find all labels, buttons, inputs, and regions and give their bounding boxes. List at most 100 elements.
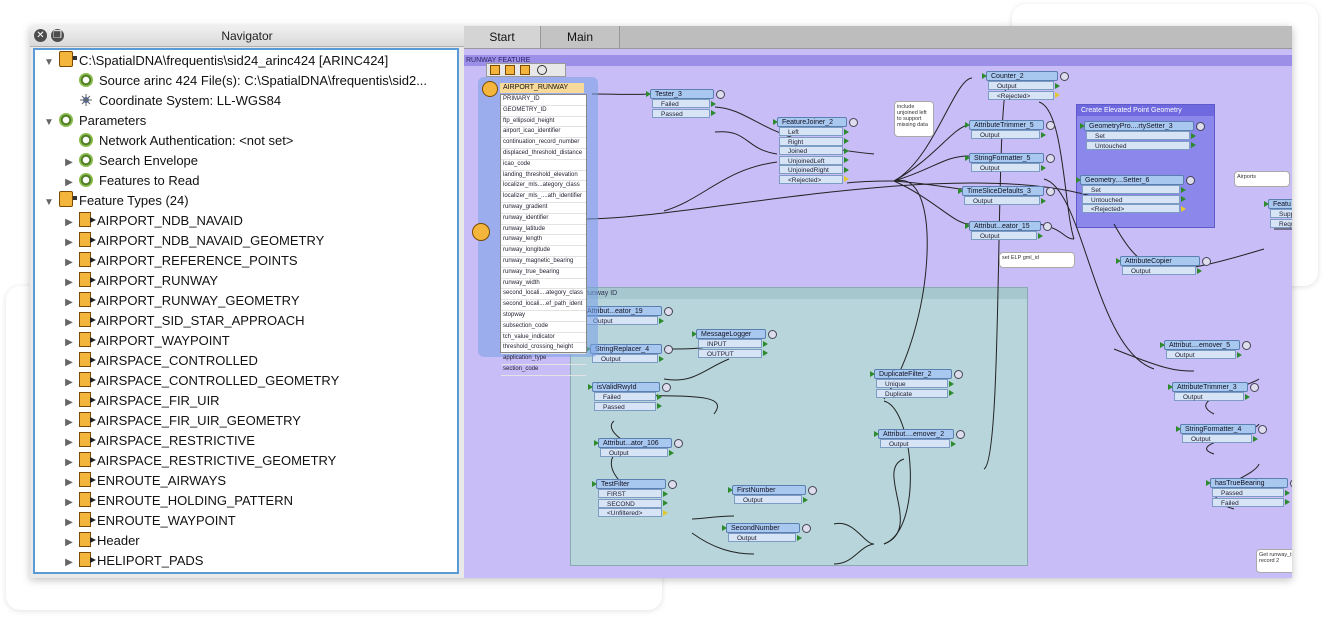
- input-port-pin[interactable]: [965, 122, 970, 128]
- transformer-gear-icon[interactable]: [1043, 222, 1052, 231]
- output-port-pin[interactable]: [711, 100, 716, 107]
- output-port[interactable]: Passed: [652, 108, 710, 118]
- output-port[interactable]: Untouched: [1086, 140, 1190, 150]
- transformer-gear-icon[interactable]: [954, 370, 963, 379]
- expand-triangle-icon[interactable]: ▶: [65, 397, 73, 408]
- collapse-triangle-icon[interactable]: ▼: [44, 57, 54, 68]
- tree-item[interactable]: ▶AIRPORT_NDB_NAVAID: [63, 211, 243, 231]
- expand-triangle-icon[interactable]: ▶: [65, 237, 73, 248]
- attribute-item[interactable]: runway_identifier: [501, 214, 586, 225]
- tree-item[interactable]: ▶Header: [63, 531, 140, 551]
- output-port[interactable]: Output: [1174, 392, 1244, 401]
- tree-item[interactable]: ▼Parameters: [43, 111, 146, 131]
- transformer-tester3[interactable]: Tester_3: [650, 89, 714, 99]
- output-port[interactable]: <Rejected>: [988, 90, 1054, 100]
- transformer-gear-icon[interactable]: [849, 118, 858, 127]
- transformer-gear-icon[interactable]: [664, 307, 673, 316]
- expand-triangle-icon[interactable]: ▶: [65, 437, 73, 448]
- transformer-counter2[interactable]: Counter_2: [986, 71, 1058, 81]
- tree-item[interactable]: ▶ENROUTE_WAYPOINT: [63, 511, 236, 531]
- output-port-pin[interactable]: [669, 449, 674, 456]
- output-port[interactable]: Output: [880, 439, 950, 448]
- attribute-item[interactable]: second_locali....ategory_class: [501, 289, 586, 301]
- attribute-item[interactable]: runway_magnetic_bearing: [501, 257, 586, 268]
- transformer-msglogger[interactable]: MessageLogger: [696, 329, 766, 339]
- transformer-attrtrim3[interactable]: AttributeTrimmer_3: [1172, 382, 1248, 392]
- output-port[interactable]: Right: [779, 136, 843, 146]
- tab-main[interactable]: Main: [541, 26, 620, 48]
- attribute-item[interactable]: subsection_code: [501, 322, 586, 333]
- output-port[interactable]: Output: [1122, 266, 1196, 275]
- output-port[interactable]: Failed: [594, 392, 656, 401]
- output-port-pin[interactable]: [844, 157, 849, 163]
- attribute-item[interactable]: icao_code: [501, 160, 586, 171]
- output-port[interactable]: UnjoinedRight: [779, 165, 843, 174]
- output-port-pin[interactable]: [949, 380, 954, 387]
- attribute-item[interactable]: continuation_record_number: [501, 138, 586, 149]
- expand-triangle-icon[interactable]: ▶: [65, 157, 73, 168]
- output-port-pin[interactable]: [663, 500, 668, 506]
- output-port-pin[interactable]: [1181, 196, 1186, 202]
- input-port-pin[interactable]: [1168, 384, 1173, 390]
- output-port-pin[interactable]: [844, 128, 849, 135]
- output-port[interactable]: Set: [1086, 131, 1190, 140]
- expand-triangle-icon[interactable]: ▶: [65, 337, 73, 348]
- output-port-pin[interactable]: [1191, 142, 1196, 148]
- attribute-item[interactable]: ftp_ellipsoid_height: [501, 117, 586, 128]
- attribute-item[interactable]: runway_latitude: [501, 225, 586, 236]
- input-port-pin[interactable]: [982, 73, 987, 79]
- collapse-triangle-icon[interactable]: ▼: [44, 197, 54, 208]
- output-port[interactable]: Output: [988, 81, 1054, 90]
- transformer-joiner2[interactable]: FeatureJoiner_2: [777, 117, 847, 127]
- attribute-item[interactable]: GEOMETRY_ID: [501, 106, 586, 117]
- transformer-strfmt5[interactable]: StringFormatter_5: [969, 153, 1044, 163]
- output-port-pin[interactable]: [1038, 232, 1043, 239]
- input-port-pin[interactable]: [1080, 123, 1085, 129]
- expand-triangle-icon[interactable]: ▶: [65, 297, 73, 308]
- input-port-pin[interactable]: [870, 371, 875, 377]
- output-port-pin[interactable]: [711, 110, 716, 116]
- input-port-pin[interactable]: [592, 481, 597, 487]
- attribute-item[interactable]: airport_icao_identifier: [501, 127, 586, 139]
- attribute-item[interactable]: stopway: [501, 311, 586, 322]
- output-port[interactable]: Output: [734, 495, 802, 504]
- tree-item[interactable]: ▶ENROUTE_HOLDING_PATTERN: [63, 491, 293, 511]
- tree-item[interactable]: ▶AIRPORT_SID_STAR_APPROACH: [63, 311, 305, 331]
- expand-triangle-icon[interactable]: ▶: [65, 537, 73, 548]
- input-port-pin[interactable]: [692, 331, 697, 337]
- transformer-gear-icon[interactable]: [1060, 72, 1069, 81]
- tree-item[interactable]: Network Authentication: <not set>: [63, 131, 293, 151]
- output-port-pin[interactable]: [844, 138, 849, 144]
- transformer-attrtrim5[interactable]: AttributeTrimmer_5: [969, 120, 1044, 130]
- attribute-item[interactable]: displaced_threshold_distance: [501, 149, 586, 160]
- output-port-pin[interactable]: [1285, 489, 1290, 496]
- transformer-dupfilter2[interactable]: DuplicateFilter_2: [874, 369, 952, 379]
- run-icon[interactable]: [520, 65, 530, 75]
- transformer-gear-icon[interactable]: [808, 486, 817, 495]
- expand-triangle-icon[interactable]: ▶: [65, 557, 73, 568]
- input-port-pin[interactable]: [773, 119, 778, 125]
- output-port-pin[interactable]: [949, 390, 954, 396]
- expand-triangle-icon[interactable]: ▶: [65, 417, 73, 428]
- tree-item[interactable]: ▶ENROUTE_AIRWAYS: [63, 471, 226, 491]
- transformer-gear-icon[interactable]: [768, 330, 777, 339]
- output-port[interactable]: Set: [1082, 185, 1180, 194]
- output-port[interactable]: Duplicate: [876, 388, 948, 398]
- input-port-pin[interactable]: [1116, 258, 1121, 264]
- transformer-gear-icon[interactable]: [668, 480, 677, 489]
- expand-triangle-icon[interactable]: ▶: [65, 477, 73, 488]
- transformer-feature_right[interactable]: Featu: [1268, 199, 1292, 209]
- output-port-pin[interactable]: [763, 350, 768, 356]
- input-port-pin[interactable]: [1264, 201, 1269, 207]
- attribute-item[interactable]: localizer_mls_....ath_identifier: [501, 192, 586, 203]
- output-port[interactable]: Passed: [1212, 488, 1284, 497]
- output-port[interactable]: INPUT: [698, 339, 762, 348]
- transformer-gear-icon[interactable]: [1046, 187, 1055, 196]
- expand-triangle-icon[interactable]: ▶: [65, 177, 73, 188]
- attribute-item[interactable]: tch_value_indicator: [501, 333, 586, 344]
- tree-item[interactable]: ▶AIRSPACE_CONTROLLED_GEOMETRY: [63, 371, 339, 391]
- tree-item[interactable]: ▶AIRSPACE_RESTRICTIVE_GEOMETRY: [63, 451, 336, 471]
- transformer-gear-icon[interactable]: [674, 439, 683, 448]
